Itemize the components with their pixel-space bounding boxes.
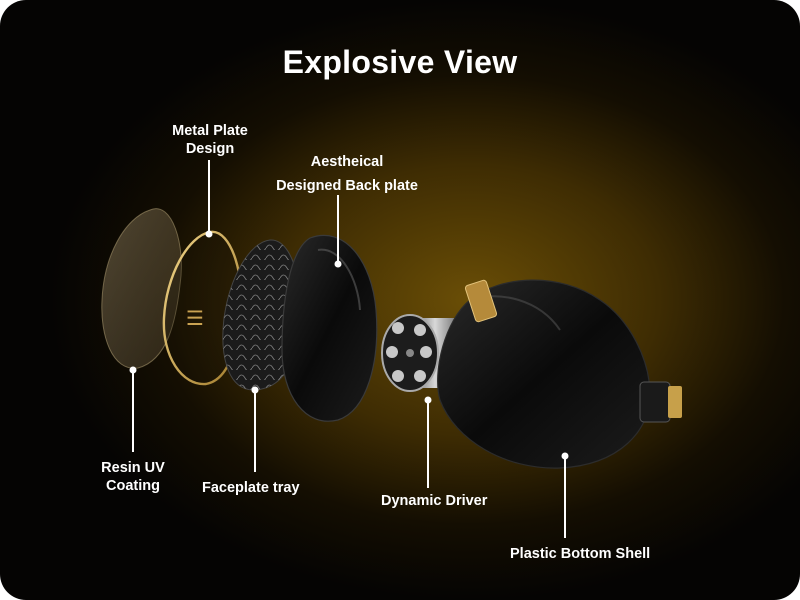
leader-lines [132, 160, 566, 538]
label-metal-plate-line1: Metal Plate [172, 123, 248, 139]
label-resin-uv-line2: Coating [106, 478, 160, 494]
label-faceplate-tray: Faceplate tray [202, 480, 300, 496]
label-back-plate-line1: Aestheical [310, 154, 384, 170]
diagram-title: Explosive View [282, 44, 518, 80]
label-resin-uv-line1: Resin UV [101, 460, 165, 476]
resin-uv-coating-part [101, 208, 182, 369]
back-plate-part [281, 234, 378, 422]
label-resin-uv: Resin UV Coating [88, 459, 178, 495]
plastic-bottom-shell-part [437, 279, 682, 469]
metal-plate-engraving: ☰ [186, 306, 204, 330]
label-back-plate: Aestheical Designed Back plate [262, 150, 432, 198]
label-metal-plate-line2: Design [185, 141, 235, 157]
label-metal-plate: Metal Plate Design [160, 122, 260, 158]
label-dynamic-driver: Dynamic Driver [381, 493, 488, 509]
label-back-plate-line2: Designed Back plate [276, 178, 418, 194]
leader-dots [129, 230, 569, 460]
label-plastic-shell: Plastic Bottom Shell [510, 546, 651, 562]
